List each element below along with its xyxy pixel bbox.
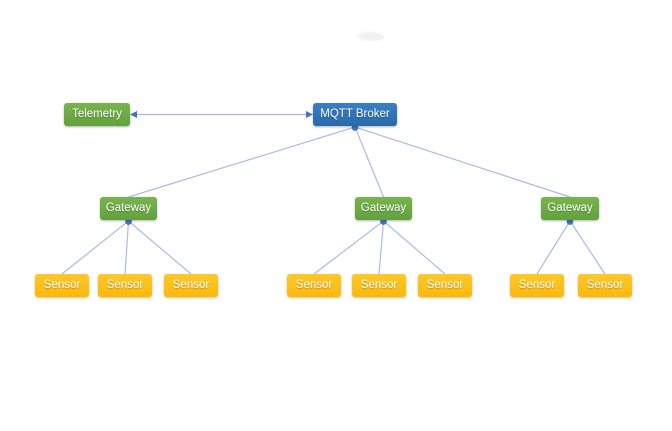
node-mqtt-broker: MQTT Broker <box>313 103 397 126</box>
node-sensor-4: Sensor <box>287 274 341 297</box>
node-gateway-2: Gateway <box>355 197 412 220</box>
node-sensor-5: Sensor <box>352 274 406 297</box>
render-artifact-smudge <box>358 32 384 41</box>
node-sensor-6: Sensor <box>418 274 472 297</box>
node-sensor-1: Sensor <box>35 274 89 297</box>
node-sensor-2: Sensor <box>98 274 152 297</box>
node-gateway-3: Gateway <box>541 197 599 220</box>
node-sensor-3: Sensor <box>164 274 218 297</box>
node-gateway-1: Gateway <box>100 197 157 220</box>
node-telemetry: Telemetry <box>64 103 130 126</box>
node-sensor-7: Sensor <box>510 274 564 297</box>
node-sensor-8: Sensor <box>578 274 632 297</box>
